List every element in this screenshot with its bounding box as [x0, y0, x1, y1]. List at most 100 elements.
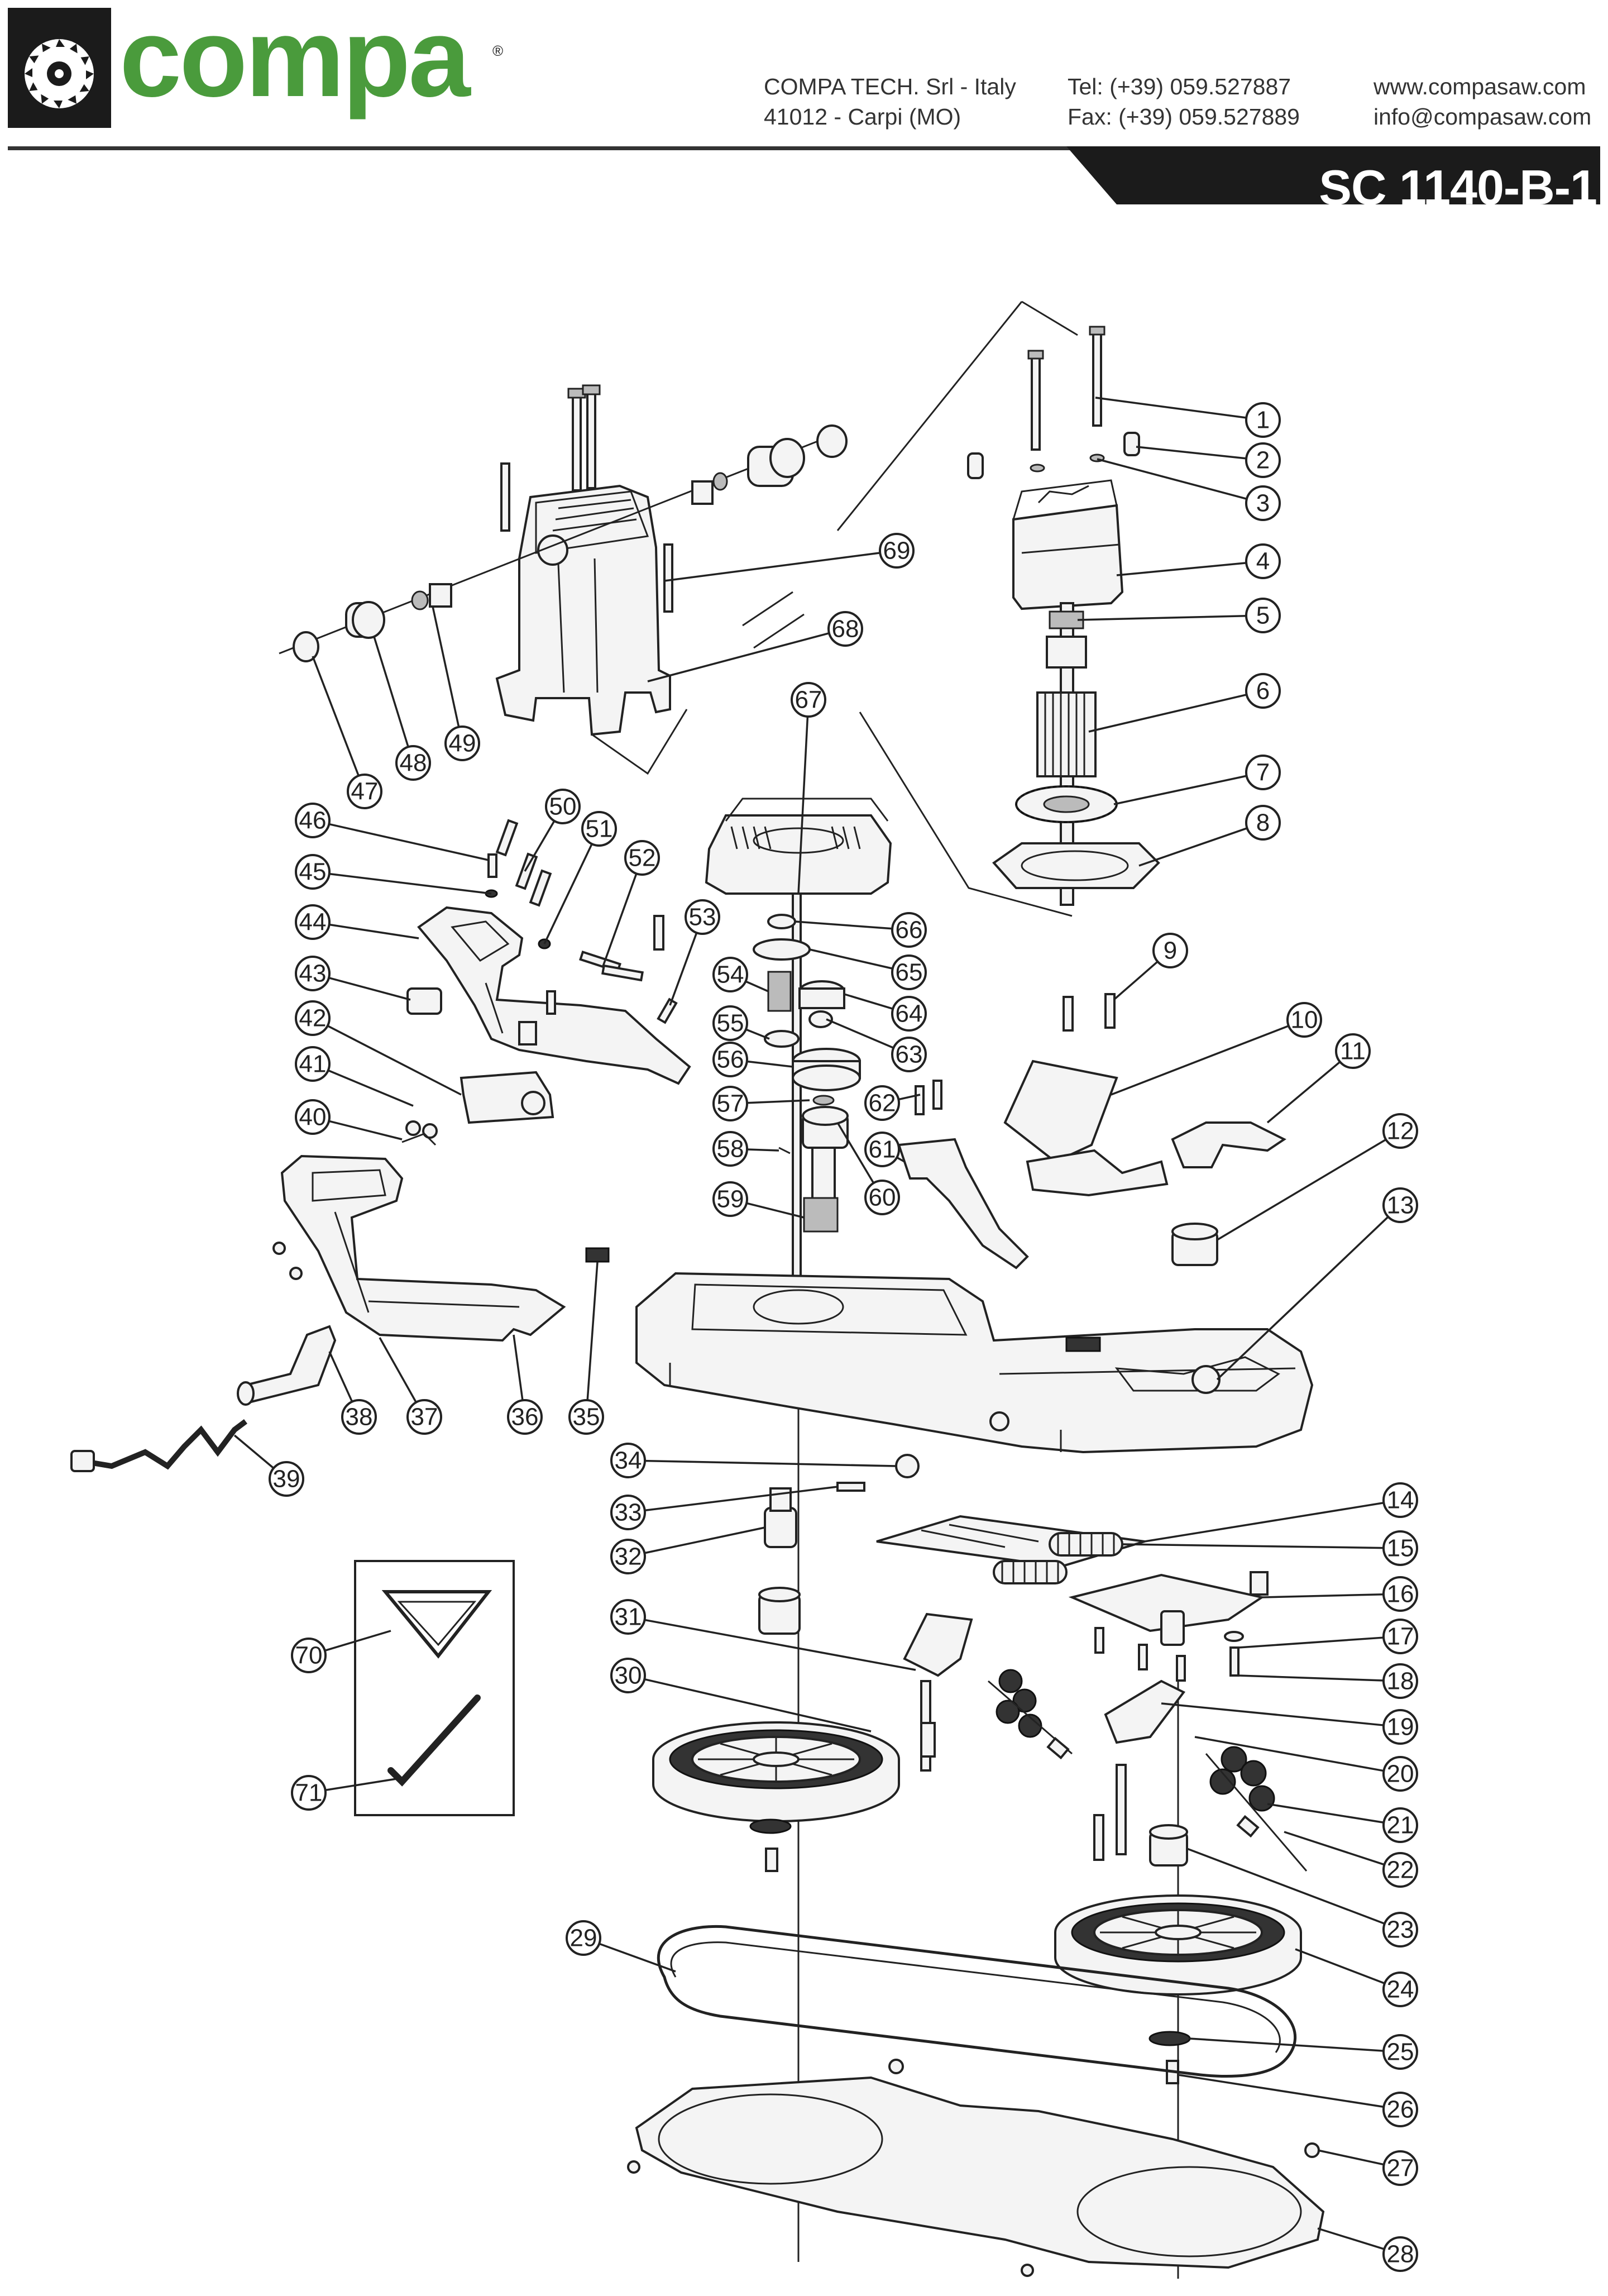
- part-callout-52: 52: [624, 840, 660, 876]
- part-callout-18: 18: [1382, 1663, 1418, 1699]
- part-callout-22: 22: [1382, 1852, 1418, 1888]
- callout-leader: [1238, 1674, 1384, 1682]
- svg-text:51: 51: [586, 815, 613, 843]
- part-callout-26: 26: [1382, 2092, 1418, 2127]
- callout-leader: [1217, 1138, 1387, 1241]
- callout-leader: [325, 1778, 397, 1792]
- svg-text:52: 52: [629, 844, 656, 872]
- svg-text:50: 50: [549, 793, 577, 820]
- part-callout-31: 31: [610, 1599, 646, 1635]
- svg-text:30: 30: [615, 1662, 642, 1689]
- svg-text:47: 47: [351, 778, 379, 805]
- part-callout-47: 47: [347, 774, 382, 809]
- svg-text:19: 19: [1387, 1713, 1414, 1741]
- svg-text:67: 67: [795, 686, 822, 714]
- callout-leader: [1178, 2074, 1384, 2108]
- part-callout-44: 44: [295, 904, 331, 940]
- part-callout-24: 24: [1382, 1972, 1418, 2007]
- callout-leader: [1194, 1736, 1384, 1772]
- callout-leader: [898, 1094, 921, 1101]
- callout-leader: [329, 872, 492, 895]
- callout-leader: [599, 1942, 676, 1973]
- svg-text:65: 65: [896, 959, 923, 986]
- part-callout-13: 13: [1382, 1187, 1418, 1223]
- svg-text:66: 66: [896, 917, 923, 944]
- frame-group: [635, 993, 1314, 1454]
- part-callout-71: 71: [291, 1775, 327, 1811]
- bearings: [996, 1669, 1275, 1812]
- part-callout-7: 7: [1245, 755, 1281, 790]
- callout-leader: [1136, 446, 1247, 460]
- part-callout-15: 15: [1382, 1530, 1418, 1566]
- callout-leader: [826, 1018, 894, 1049]
- svg-text:1: 1: [1256, 407, 1270, 434]
- callout-leader: [373, 636, 409, 747]
- part-callout-70: 70: [291, 1638, 327, 1673]
- callout-leader: [1116, 562, 1247, 576]
- callout-leader: [513, 1334, 524, 1401]
- callout-leader: [644, 1619, 916, 1671]
- email-link[interactable]: info@compasaw.com: [1374, 104, 1592, 130]
- part-callout-60: 60: [864, 1180, 900, 1215]
- motor-housing-group: [279, 300, 1078, 775]
- svg-text:18: 18: [1387, 1668, 1414, 1695]
- part-callout-29: 29: [566, 1920, 601, 1956]
- phone-info: Tel: (+39) 059.527887 Fax: (+39) 059.527…: [1068, 71, 1300, 132]
- callout-leader: [1238, 1636, 1384, 1649]
- svg-text:38: 38: [346, 1404, 373, 1431]
- callout-leader: [1284, 1831, 1385, 1866]
- part-callout-49: 49: [444, 725, 480, 761]
- callout-leader: [1077, 614, 1247, 621]
- part-callout-33: 33: [610, 1495, 646, 1530]
- svg-text:20: 20: [1387, 1760, 1414, 1788]
- callout-leader: [797, 716, 809, 894]
- svg-text:68: 68: [832, 615, 859, 643]
- callout-leader: [745, 1028, 770, 1040]
- svg-text:32: 32: [615, 1543, 642, 1571]
- svg-text:23: 23: [1387, 1916, 1414, 1944]
- part-callout-2: 2: [1245, 442, 1281, 478]
- website-link[interactable]: www.compasaw.com: [1374, 74, 1586, 99]
- callout-leader: [1216, 1216, 1389, 1381]
- svg-text:34: 34: [615, 1447, 642, 1474]
- part-callout-20: 20: [1382, 1756, 1418, 1792]
- part-callout-56: 56: [712, 1042, 748, 1077]
- callout-leader: [647, 632, 830, 682]
- svg-text:45: 45: [299, 858, 327, 886]
- part-callout-63: 63: [891, 1037, 927, 1072]
- part-callout-36: 36: [507, 1399, 543, 1435]
- callout-leader: [1295, 1948, 1385, 1984]
- part-callout-28: 28: [1382, 2236, 1418, 2272]
- part-callout-45: 45: [295, 854, 331, 890]
- accessories-box: [354, 1560, 515, 1816]
- callout-leader: [1317, 2227, 1385, 2250]
- callout-leader: [746, 1099, 810, 1104]
- callout-leader: [896, 1156, 905, 1163]
- svg-text:27: 27: [1387, 2155, 1414, 2182]
- part-callout-50: 50: [545, 789, 581, 824]
- svg-text:5: 5: [1256, 602, 1270, 629]
- svg-text:63: 63: [896, 1041, 923, 1068]
- callout-leader: [745, 980, 769, 992]
- part-callout-19: 19: [1382, 1709, 1418, 1745]
- part-callout-25: 25: [1382, 2034, 1418, 2070]
- handle-upper: [417, 906, 691, 1085]
- company-address: 41012 - Carpi (MO): [764, 104, 961, 130]
- svg-text:42: 42: [299, 1005, 327, 1032]
- svg-text:64: 64: [896, 1000, 923, 1028]
- phone-number: Tel: (+39) 059.527887: [1068, 74, 1291, 99]
- callout-leader: [836, 1122, 875, 1184]
- part-callout-30: 30: [610, 1658, 646, 1693]
- part-callout-16: 16: [1382, 1576, 1418, 1612]
- saw-frame: [635, 1272, 1314, 1454]
- callout-leader: [1144, 1502, 1384, 1543]
- part-callout-5: 5: [1245, 598, 1281, 633]
- callout-leader: [1186, 1848, 1385, 1925]
- shaft-parts: [293, 424, 848, 662]
- svg-text:2: 2: [1256, 447, 1270, 474]
- base-cover: [635, 2076, 1325, 2269]
- part-callout-48: 48: [395, 745, 431, 781]
- part-callouts: 1234567891011121314151617181920212223242…: [233, 397, 1418, 2272]
- part-callout-65: 65: [891, 954, 927, 990]
- part-callout-41: 41: [295, 1046, 331, 1082]
